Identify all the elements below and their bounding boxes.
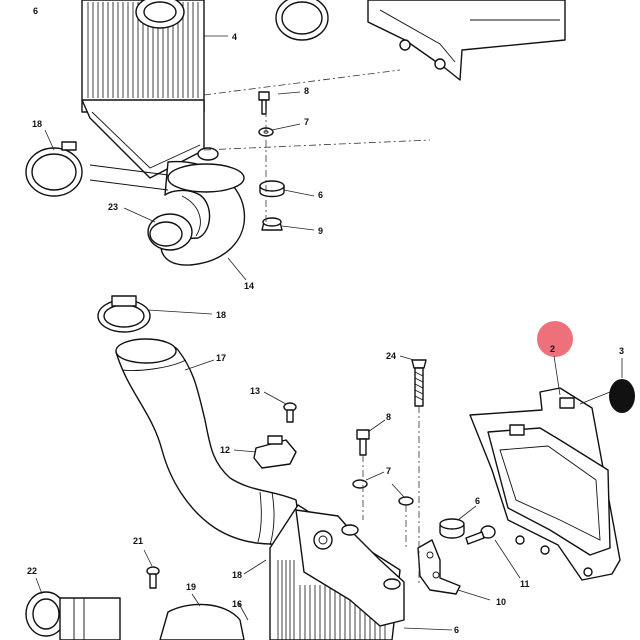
callout-6-lower: 6 bbox=[475, 496, 480, 506]
callout-14: 14 bbox=[244, 281, 254, 291]
callout-7-lower: 7 bbox=[386, 466, 391, 476]
lower-clamp-18 bbox=[97, 295, 151, 333]
air-shroud-part-2 bbox=[469, 387, 621, 581]
callout-3: 3 bbox=[619, 346, 624, 356]
lower-intercooler bbox=[269, 504, 405, 640]
long-bolt-24 bbox=[411, 359, 427, 407]
callout-23: 23 bbox=[108, 202, 118, 212]
upper-bolt-8 bbox=[258, 91, 270, 115]
callout-17: 17 bbox=[216, 353, 226, 363]
callout-7-upper: 7 bbox=[304, 117, 309, 127]
upper-mount-line-a bbox=[203, 69, 401, 96]
callout-18-mid: 18 bbox=[216, 310, 226, 320]
lower-washers-7 bbox=[352, 479, 414, 506]
boost-sensor bbox=[253, 435, 297, 469]
callout-10: 10 bbox=[496, 597, 506, 607]
mount-bracket bbox=[417, 539, 461, 595]
sensor-bolt bbox=[283, 402, 297, 423]
callout-13: 13 bbox=[250, 386, 260, 396]
upper-grommet-6 bbox=[259, 180, 285, 198]
leader-lines bbox=[35, 35, 623, 631]
lower-bolt-8 bbox=[356, 429, 370, 456]
bottom-hose-22 bbox=[25, 591, 121, 640]
upper-nut-9 bbox=[261, 217, 283, 231]
bottom-bolt-21 bbox=[146, 566, 160, 589]
callout-24: 24 bbox=[386, 351, 396, 361]
screw-11 bbox=[465, 525, 496, 545]
callout-8-lower: 8 bbox=[386, 412, 391, 422]
upper-elbow-hose bbox=[147, 147, 246, 266]
callout-21: 21 bbox=[133, 536, 143, 546]
callout-18-upper: 18 bbox=[32, 119, 42, 129]
callout-labels: 6 4 8 7 18 6 23 9 14 18 17 24 2 3 13 8 1… bbox=[27, 6, 624, 635]
callout-8-upper: 8 bbox=[304, 86, 309, 96]
upper-air-shroud bbox=[367, 0, 566, 81]
upper-intercooler bbox=[81, 0, 205, 179]
callout-6-bottom: 6 bbox=[454, 625, 459, 635]
upper-left-clamp bbox=[25, 141, 83, 197]
bottom-hose-19 bbox=[159, 603, 245, 640]
callout-9: 9 bbox=[318, 226, 323, 236]
upper-top-clamp bbox=[275, 0, 329, 41]
seal-part-3 bbox=[609, 379, 635, 413]
upper-clamp-guide-a bbox=[89, 164, 169, 176]
callout-2: 2 bbox=[550, 344, 555, 354]
callout-18-lower: 18 bbox=[232, 570, 242, 580]
callout-22: 22 bbox=[27, 566, 37, 576]
callout-19: 19 bbox=[186, 582, 196, 592]
lower-grommet-6 bbox=[439, 518, 465, 539]
callout-11: 11 bbox=[520, 579, 530, 589]
upper-mount-line-b bbox=[203, 139, 431, 151]
callout-6-upper: 6 bbox=[318, 190, 323, 200]
upper-clamp-guide-b bbox=[89, 179, 169, 191]
callout-12: 12 bbox=[220, 445, 230, 455]
callout-16: 16 bbox=[232, 599, 242, 609]
callout-6-top: 6 bbox=[33, 6, 38, 16]
long-intake-hose bbox=[115, 338, 303, 546]
part-2-highlight bbox=[537, 321, 573, 357]
callout-4: 4 bbox=[232, 32, 237, 42]
